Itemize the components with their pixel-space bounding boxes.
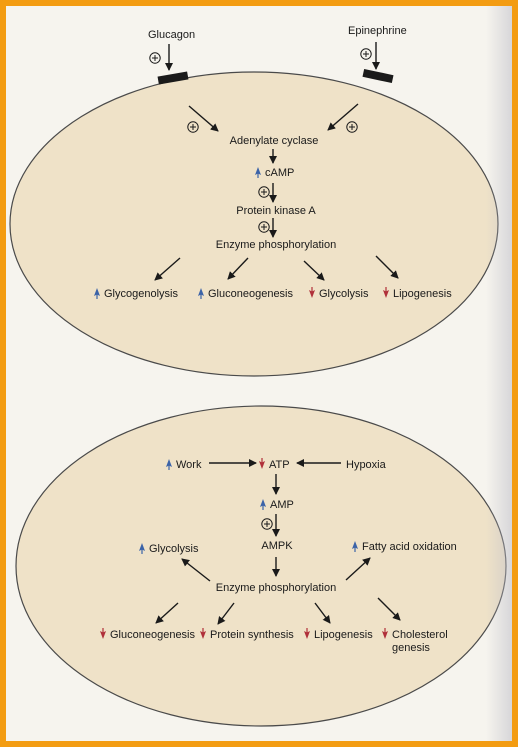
cholesterol-label-line2: genesis	[392, 642, 430, 654]
protein-synthesis-label: Protein synthesis	[210, 629, 294, 641]
epinephrine-label: Epinephrine	[348, 25, 407, 37]
protein-kinase-a-label: Protein kinase A	[236, 205, 316, 217]
top-cell-ellipse	[9, 71, 499, 377]
glycolysis-label: Glycolysis	[149, 543, 199, 555]
atp-label: ATP	[269, 459, 290, 471]
hypoxia-label: Hypoxia	[346, 459, 387, 471]
epinephrine-receptor	[362, 68, 394, 84]
adenylate-cyclase-label: Adenylate cyclase	[230, 135, 319, 147]
glycogenolysis-label: Glycogenolysis	[104, 288, 178, 300]
enzyme-phosphorylation-label: Enzyme phosphorylation	[216, 239, 336, 251]
amp-label: AMP	[270, 499, 294, 511]
gluconeogenesis-label: Gluconeogenesis	[208, 288, 294, 300]
page-edge-shadow	[486, 6, 512, 741]
gluconeogenesis-label: Gluconeogenesis	[110, 629, 196, 641]
cholesterol-label: Cholesterol	[392, 629, 448, 641]
glycolysis-label: Glycolysis	[319, 288, 369, 300]
fatty-acid-oxidation-label: Fatty acid oxidation	[362, 541, 457, 553]
work-label: Work	[176, 459, 202, 471]
enzyme-phosphorylation-label: Enzyme phosphorylation	[216, 582, 336, 594]
lipogenesis-label: Lipogenesis	[314, 629, 373, 641]
ampk-label: AMPK	[261, 540, 293, 552]
plus-icon	[149, 52, 161, 64]
lipogenesis-label: Lipogenesis	[393, 288, 452, 300]
camp-label: cAMP	[265, 167, 294, 179]
diagram-canvas: Glucagon Epinephrine Adenylate cyclase c…	[9, 25, 507, 727]
figure-page: Glucagon Epinephrine Adenylate cyclase c…	[6, 6, 512, 741]
glucagon-receptor	[157, 71, 189, 85]
glucagon-label: Glucagon	[148, 29, 195, 41]
plus-icon	[360, 48, 372, 60]
bottom-cell-ellipse	[15, 405, 507, 727]
